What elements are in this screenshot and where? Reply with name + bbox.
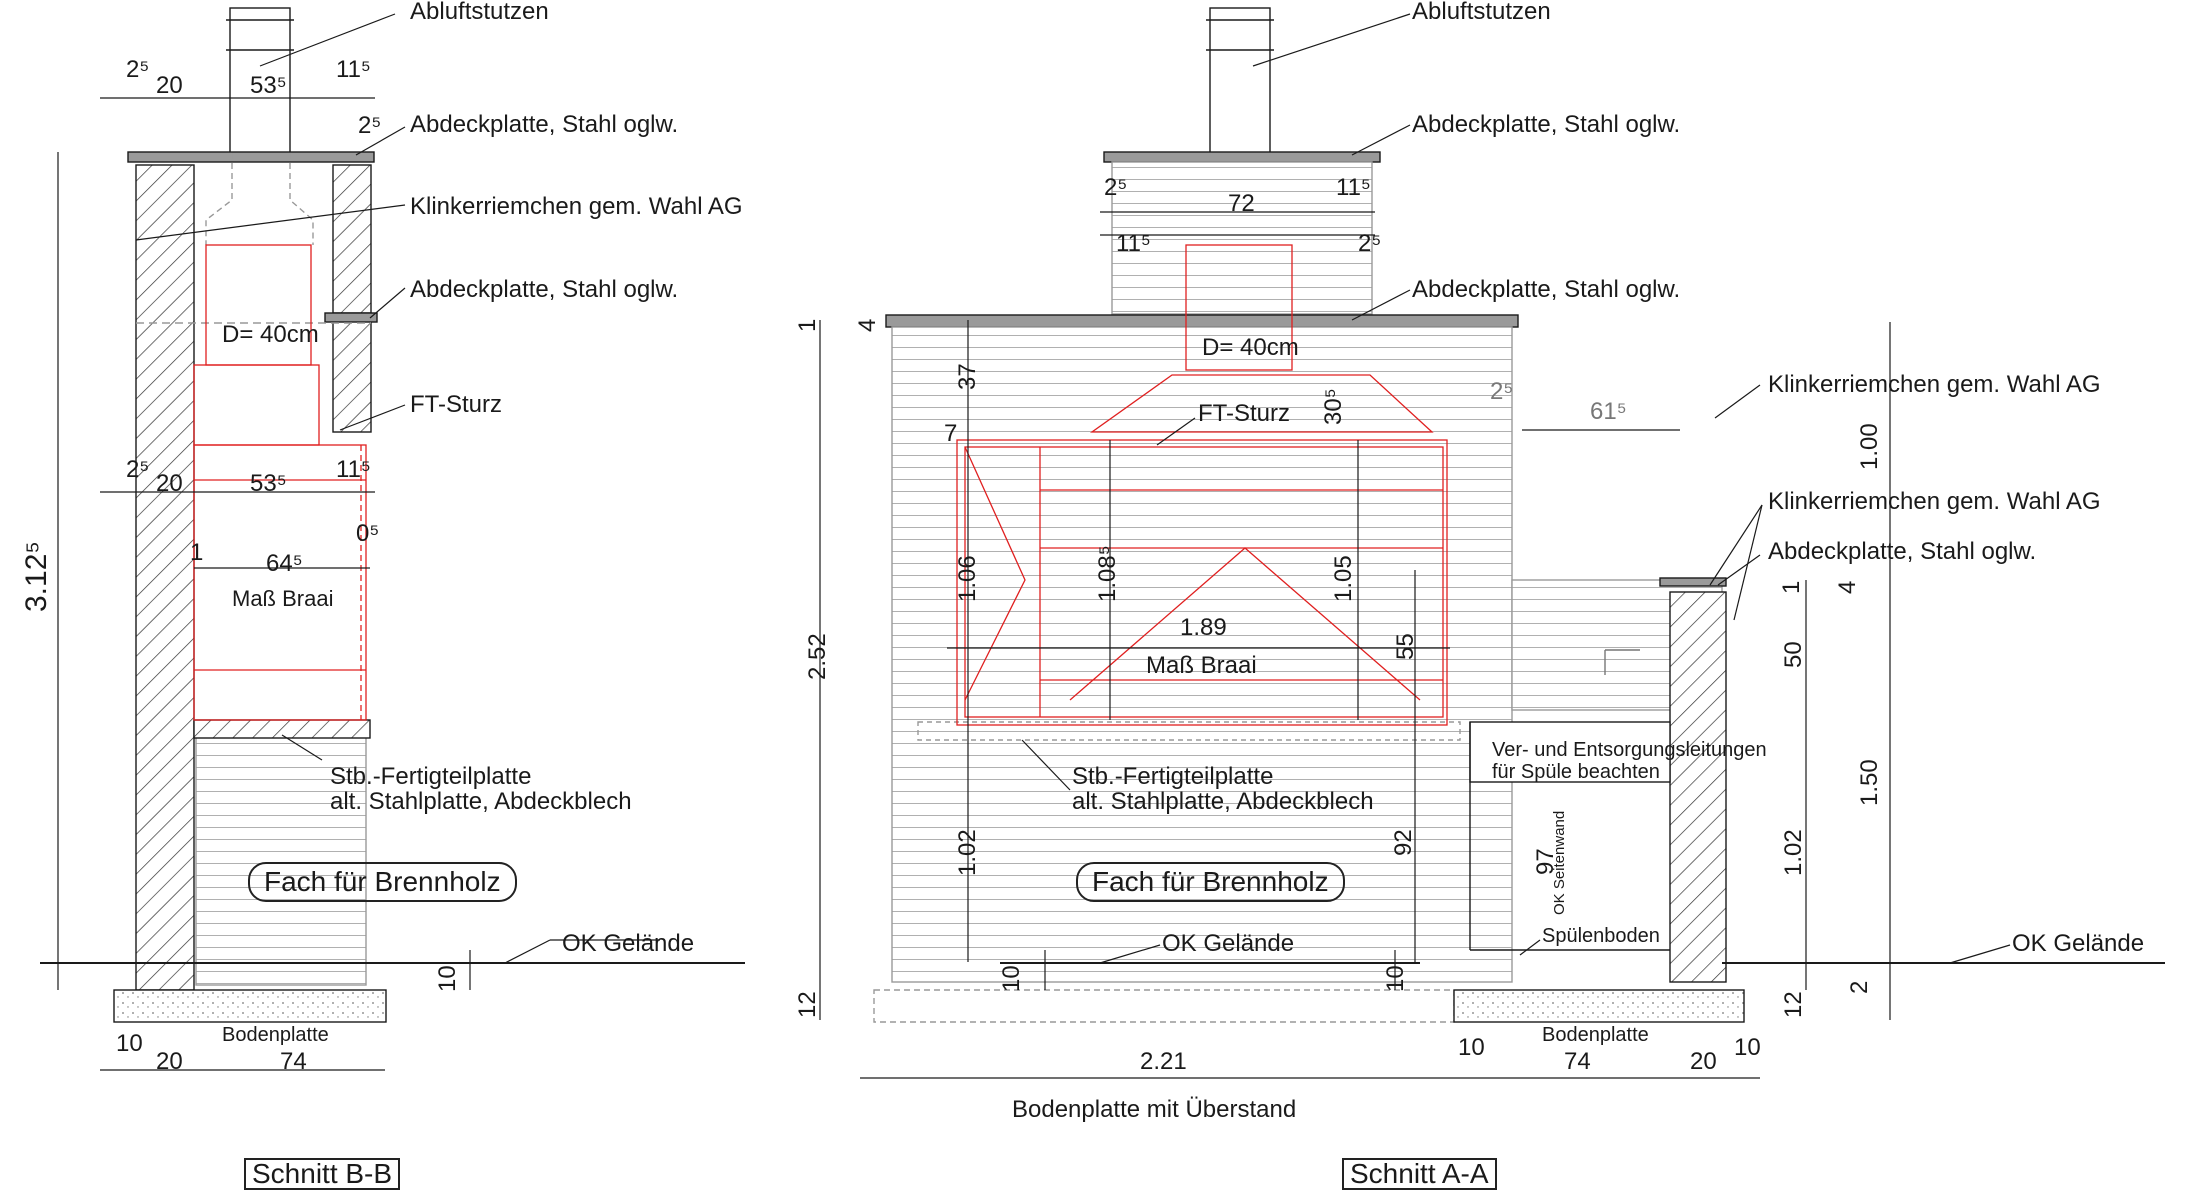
section-aa-drawing	[873, 7, 2165, 1023]
aa-dim-h-97: 97	[1532, 848, 1559, 875]
aa-dim-h-7: 7	[944, 420, 958, 447]
bb-diameter-label: D= 40cm	[222, 321, 319, 348]
section-bb-drawing	[40, 7, 745, 1023]
bb-abdeckplatte-top-label: Abdeckplatte, Stahl oglw.	[410, 111, 679, 138]
aa-dim-one: 1	[794, 318, 821, 332]
aa-ft-sturz-label: FT-Sturz	[1198, 400, 1291, 427]
bb-dim-top-115: 11⁵	[336, 56, 371, 83]
bb-dim-top-535: 53⁵	[250, 72, 287, 99]
bb-dim-bot-74: 74	[280, 1048, 307, 1075]
aa-fach-label: Fach für Brennholz	[1076, 862, 1345, 902]
aa-ok-gelaende-mid-label: OK Gelände	[1162, 930, 1295, 957]
aa-stb-line2: alt. Stahlplatte, Abdeckblech	[1072, 788, 1374, 815]
aa-dim-h-102: 1.02	[954, 829, 981, 876]
aa-bodenplatte-ueberstand-label: Bodenplatte mit Überstand	[1012, 1096, 1297, 1123]
aa-stb-line1: Stb.-Fertigteilplatte	[1072, 763, 1274, 790]
aa-dim-w-189: 1.89	[1180, 614, 1227, 641]
section-bb-fireplace	[193, 244, 367, 721]
bb-dim-height-3125: 3.12⁵	[20, 541, 53, 612]
aa-leitungen-line2: für Spüle beachten	[1492, 761, 1660, 783]
bb-dim-bot-10: 10	[116, 1030, 143, 1057]
aa-dim-h-106: 1.06	[954, 555, 981, 602]
bb-fach-label: Fach für Brennholz	[248, 862, 517, 902]
aa-dim-chim-115: 11⁵	[1336, 174, 1371, 201]
bb-dim-mid-05: 0⁵	[356, 520, 380, 547]
bb-stb-line2: alt. Stahlplatte, Abdeckblech	[330, 788, 632, 815]
aa-dim-h-37: 37	[954, 363, 981, 390]
aa-dim-r-2: 2	[1846, 980, 1873, 994]
aa-dim-b-74: 74	[1564, 1048, 1591, 1075]
bb-bodenplatte-label: Bodenplatte	[222, 1024, 329, 1046]
aa-dim-h-10a: 10	[998, 965, 1025, 992]
aa-dim-r-102: 1.02	[1780, 829, 1807, 876]
bb-stb-line1: Stb.-Fertigteilplatte	[330, 763, 532, 790]
aa-dim-chim-72: 72	[1228, 190, 1255, 217]
aa-dim-h-25: 2⁵	[1490, 378, 1514, 405]
bb-dim-mid-115: 11⁵	[336, 456, 371, 483]
bb-mass-braai-label: Maß Braai	[232, 586, 334, 611]
aa-mass-braai-label: Maß Braai	[1146, 652, 1257, 679]
bb-klinker-label: Klinkerriemchen gem. Wahl AG	[410, 193, 743, 220]
bb-dim-top-25b: 2⁵	[358, 112, 382, 139]
bb-ok-gelaende-label: OK Gelände	[562, 930, 695, 957]
aa-dim-b-221: 2.21	[1140, 1048, 1187, 1075]
aa-diameter-label: D= 40cm	[1202, 334, 1299, 361]
aa-abdeckplatte-mid-label: Abdeckplatte, Stahl oglw.	[1412, 276, 1681, 303]
aa-dim-r-150: 1.50	[1856, 759, 1883, 806]
aa-dim-r-12: 12	[1780, 991, 1807, 1018]
aa-dim-h-10b: 10	[1382, 965, 1409, 992]
aa-dim-r-4: 4	[1834, 580, 1861, 594]
aa-spuelenboden-label: Spülenboden	[1542, 925, 1660, 947]
aa-dim-b-10: 10	[1458, 1034, 1485, 1061]
aa-dim-h-12: 12	[794, 991, 821, 1018]
aa-abdeckplatte-right-label: Abdeckplatte, Stahl oglw.	[1768, 538, 2037, 565]
bb-dim-mid-535: 53⁵	[250, 470, 287, 497]
bb-dim-ten: 10	[434, 965, 461, 992]
bb-dim-top-20: 20	[156, 72, 183, 99]
bb-abdeckplatte-mid-label: Abdeckplatte, Stahl oglw.	[410, 276, 679, 303]
aa-klinker-label-1: Klinkerriemchen gem. Wahl AG	[1768, 371, 2101, 398]
aa-dim-r-1: 1	[1778, 580, 1805, 594]
aa-section-title: Schnitt A-A	[1342, 1158, 1497, 1190]
bb-dim-mid-20: 20	[156, 470, 183, 497]
aa-dim-b-10b: 10	[1734, 1034, 1761, 1061]
section-aa-dimensions	[819, 13, 2011, 1079]
bb-dim-top-25: 2⁵	[126, 56, 150, 83]
aa-dim-h-252: 2.52	[804, 633, 831, 680]
aa-dim-h-92: 92	[1390, 829, 1417, 856]
bb-section-title: Schnitt B-B	[244, 1158, 401, 1190]
bb-dim-mid-25: 2⁵	[126, 456, 150, 483]
aa-klinker-label-2: Klinkerriemchen gem. Wahl AG	[1768, 488, 2101, 515]
section-bb-dimensions	[57, 13, 660, 1071]
aa-dim-h-55: 55	[1392, 633, 1419, 660]
bb-dim-braai-645: 64⁵	[266, 550, 303, 577]
section-aa-fireplace	[956, 244, 1448, 726]
aa-bodenplatte-label: Bodenplatte	[1542, 1024, 1649, 1046]
aa-dim-h-305: 30⁵	[1320, 388, 1347, 425]
aa-dim-r-50: 50	[1780, 641, 1807, 668]
aa-dim-chim-25b: 2⁵	[1358, 230, 1382, 257]
aa-dim-h-105: 1.05	[1330, 555, 1357, 602]
bb-abluftstutzen-label: Abluftstutzen	[410, 0, 549, 25]
aa-dim-r-100: 1.00	[1856, 423, 1883, 470]
aa-abdeckplatte-top-label: Abdeckplatte, Stahl oglw.	[1412, 111, 1681, 138]
bb-ft-sturz-label: FT-Sturz	[410, 391, 503, 418]
aa-dim-chim-115b: 11⁵	[1116, 230, 1151, 257]
aa-dim-h-1085: 1.08⁵	[1094, 545, 1121, 602]
bb-dim-one: 1	[190, 539, 204, 566]
aa-leitungen-line1: Ver- und Entsorgungsleitungen	[1492, 739, 1767, 761]
aa-abluftstutzen-label: Abluftstutzen	[1412, 0, 1551, 25]
aa-dim-four: 4	[854, 318, 881, 332]
aa-ok-gelaende-right-label: OK Gelände	[2012, 930, 2145, 957]
bb-dim-bot-20: 20	[156, 1048, 183, 1075]
aa-dim-w-615: 61⁵	[1590, 398, 1627, 425]
aa-dim-chim-25: 2⁵	[1104, 174, 1128, 201]
aa-dim-b-20: 20	[1690, 1048, 1717, 1075]
